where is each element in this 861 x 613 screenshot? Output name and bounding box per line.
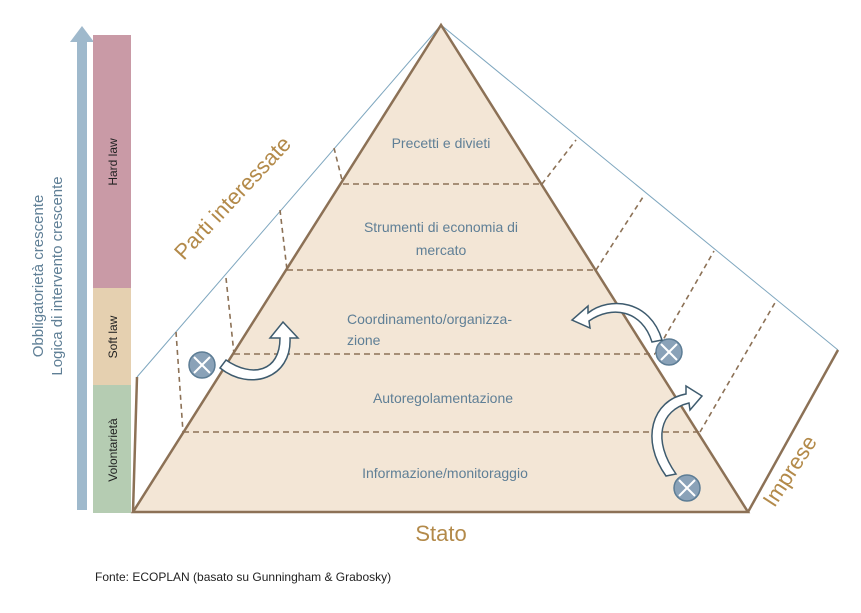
band-soft-law	[93, 288, 131, 385]
face-label-bottom: Stato	[415, 521, 466, 546]
blocked-circle-icon	[188, 351, 216, 379]
face-label-left: Parti interessate	[169, 131, 296, 264]
level-autoregolamentazione: Autoregolamentazione	[373, 390, 513, 406]
pyramid-side-edges	[131, 349, 840, 513]
level-dividers	[183, 183, 700, 433]
level-coordinamento-line2: zione	[347, 332, 381, 348]
band-label-volontarieta: Volontarietà	[106, 418, 120, 482]
band-hard-law	[93, 35, 131, 288]
pyramid-face	[130, 22, 751, 514]
level-precetti: Precetti e divieti	[392, 135, 491, 151]
band-volontarieta	[93, 385, 131, 513]
curved-arrow-icon	[651, 384, 704, 477]
vertical-axis-arrow	[70, 26, 94, 510]
face-label-right: Imprese	[758, 431, 822, 511]
band-label-hard-law: Hard law	[106, 138, 120, 186]
level-informazione: Informazione/monitoraggio	[362, 465, 528, 481]
level-strumenti-line2: mercato	[416, 242, 467, 258]
curved-arrow-icon	[570, 302, 663, 343]
side-dashed-lines	[175, 139, 777, 433]
band-label-soft-law: Soft law	[106, 315, 120, 358]
blocked-circle-icon	[673, 474, 701, 502]
axis-label-logica: Logica di intervento crescente	[49, 176, 66, 375]
level-coordinamento-line1: Coordinamento/organizza-	[347, 311, 512, 327]
blocked-circle-icon	[655, 338, 683, 366]
curved-arrow-icon	[218, 320, 300, 381]
source-caption: Fonte: ECOPLAN (basato su Gunningham & G…	[95, 570, 392, 584]
axis-label-obbligatorieta: Obbligatorietà crescente	[30, 195, 47, 358]
level-strumenti-line1: Strumenti di economia di	[364, 219, 518, 235]
